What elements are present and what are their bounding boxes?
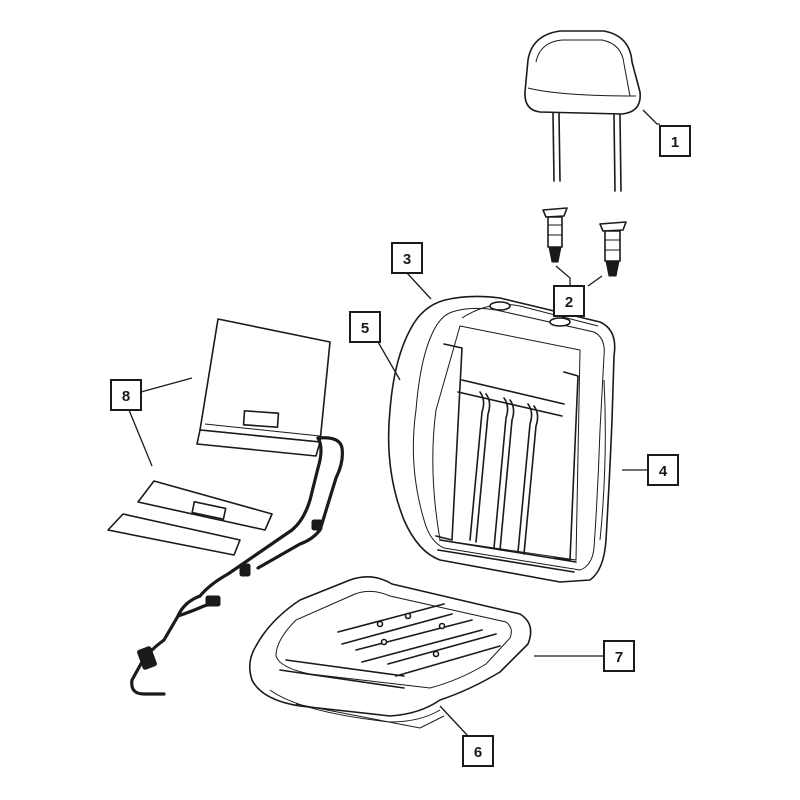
callout-3: 3 — [391, 242, 423, 274]
callout-label-3: 3 — [403, 251, 411, 268]
headrest — [524, 30, 641, 192]
seat-back — [387, 295, 616, 583]
callout-6: 6 — [462, 735, 494, 767]
callout-label-6: 6 — [474, 744, 482, 761]
callout-4: 4 — [647, 454, 679, 486]
callout-label-4: 4 — [659, 463, 668, 480]
seat-heater-kit — [107, 318, 344, 696]
callout-label-8: 8 — [122, 388, 130, 405]
headrest-guide-sleeves — [542, 207, 627, 277]
callout-1: 1 — [659, 125, 691, 157]
seat-cushion — [248, 576, 532, 729]
callout-label-5: 5 — [361, 320, 369, 337]
callout-label-2: 2 — [565, 294, 573, 311]
callout-5: 5 — [349, 311, 381, 343]
callout-label-1: 1 — [671, 134, 679, 151]
leader-lines — [128, 109, 660, 737]
callout-2: 2 — [553, 285, 585, 317]
callout-7: 7 — [603, 640, 635, 672]
callout-label-7: 7 — [615, 649, 623, 666]
callout-8: 8 — [110, 379, 142, 411]
